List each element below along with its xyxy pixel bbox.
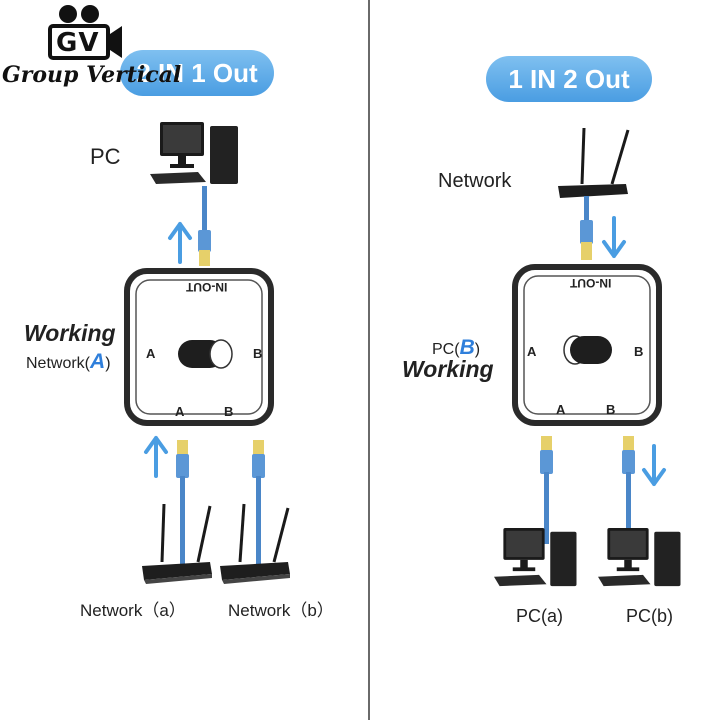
right-side-a: A [527,344,537,359]
cable-to-pc [198,186,211,266]
cable-pc-b [622,436,635,544]
right-pc-b-status: PC(B) [432,336,480,360]
left-network-letter: A [90,350,106,373]
up-arrow-icon [168,222,192,264]
left-working-label: Working [24,320,116,346]
camera-logo-icon [48,5,122,60]
right-pc-letter: B [459,336,475,359]
down-arrow-icon [602,216,626,258]
left-network-b-label: Network（b） [228,601,334,620]
router-icon [142,503,212,584]
router-icon [220,503,290,584]
left-side-a: A [146,346,156,361]
right-title-pill: 1 IN 2 Out [486,56,652,102]
right-network-label: Network [438,170,512,192]
right-port-in-out: IN-OUT [570,276,612,290]
left-network-prefix: Network( [26,355,91,372]
cable-from-network [580,196,593,260]
right-pc-prefix: PC( [432,341,460,358]
pc-icon [150,122,238,184]
right-bottom-b: B [606,402,616,417]
pc-icon [598,528,681,587]
left-bottom-a: A [175,404,185,419]
left-network-a-label: Network（a） [80,601,186,620]
left-pc-label: PC [90,144,121,169]
panel-divider [368,0,370,720]
right-pc-b-label: PC(b) [626,606,674,626]
up-arrow-icon [144,436,168,478]
cable-network-a [176,440,189,568]
router-icon [558,127,630,198]
left-port-in-out: IN-OUT [186,280,228,294]
right-bottom-a: A [556,402,566,417]
cable-network-b [252,440,265,568]
right-pc-a-label: PC(a) [516,606,564,626]
right-side-b: B [634,344,644,359]
left-side-b: B [253,346,263,361]
left-network-suffix: ) [105,355,111,372]
logo-text: Group Vertical [2,62,182,88]
switch-box [124,268,274,426]
right-pc-suffix: ) [474,341,481,358]
left-bottom-b: B [224,404,234,419]
left-title-pill: 2 IN 1 Out [120,50,274,96]
cable-pc-a [540,436,553,544]
left-network-a-status: Network(A) [26,350,111,374]
right-working-label: Working [402,356,494,382]
pc-icon [494,528,577,587]
down-arrow-icon [642,444,666,486]
switch-box [512,264,662,426]
logo-initials: GV [56,28,100,58]
